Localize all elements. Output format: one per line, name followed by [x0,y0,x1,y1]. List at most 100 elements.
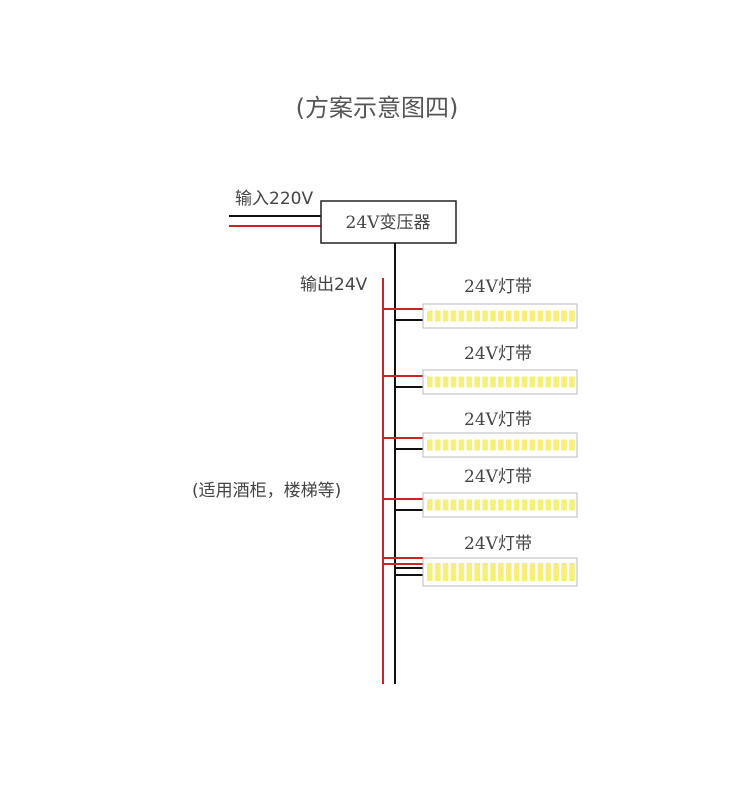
led-chip [482,310,488,322]
led-chip [537,376,544,388]
led-chip [529,376,536,388]
led-chip [450,563,457,581]
led-chip [466,499,473,511]
led-chip [434,439,441,451]
led-chip [442,376,449,388]
led-chip [537,499,544,511]
led-chip [498,563,504,581]
led-chip [474,563,480,581]
led-chip [490,376,496,388]
led-chip [458,439,465,451]
led-chip [498,439,504,451]
led-chip [427,499,433,511]
led-chip [561,499,567,511]
led-chip [561,310,567,322]
led-strip-group: 24V灯带 [383,534,578,587]
led-chip [498,499,504,511]
led-chip [513,310,520,322]
led-chip [521,376,528,388]
led-chip [569,310,575,322]
led-chip [427,563,433,581]
led-strip-group: 24V灯带 [383,344,578,395]
led-chip [553,563,559,581]
led-chip [474,439,480,451]
led-chip [513,376,520,388]
led-chip [458,376,465,388]
led-chip [490,439,496,451]
led-chip [458,499,465,511]
led-chip [553,310,559,322]
led-strip-label: 24V灯带 [464,467,532,487]
led-chip [482,376,488,388]
led-strip-label: 24V灯带 [464,534,532,554]
led-chip [521,499,528,511]
led-chip [537,563,544,581]
led-chip [450,310,457,322]
led-chip [434,563,441,581]
transformer-box [320,200,457,244]
led-chip [466,310,473,322]
led-chip [529,563,536,581]
led-strip-label: 24V灯带 [464,344,532,364]
led-chip [513,499,520,511]
led-chip [521,310,528,322]
led-chip [450,499,457,511]
led-chip [553,376,559,388]
led-chip [427,439,433,451]
led-chip [466,563,473,581]
led-chip [561,376,567,388]
led-chip [545,563,552,581]
led-chip [458,310,465,322]
led-chip [561,563,567,581]
diagram-title: (方案示意图四) [296,94,459,122]
led-chip [521,563,528,581]
led-chip [569,439,575,451]
led-chip [529,310,536,322]
led-chip [529,499,536,511]
led-strip-label: 24V灯带 [464,277,532,297]
transformer-label: 24V变压器 [346,213,431,233]
led-chip [442,563,449,581]
led-chip [474,499,480,511]
led-chip [569,376,575,388]
led-chip [513,439,520,451]
led-chip [506,439,512,451]
led-chip [434,310,441,322]
led-chip [434,499,441,511]
led-chip [442,499,449,511]
led-chip [482,499,488,511]
led-strip-group: 24V灯带 [383,467,578,518]
led-chip [442,310,449,322]
led-chip [561,439,567,451]
led-chip [490,310,496,322]
led-chip [427,310,433,322]
led-chip [458,563,465,581]
led-chip [537,439,544,451]
output-label: 输出24V [300,275,368,295]
led-chip [521,439,528,451]
led-chip [506,310,512,322]
led-chip [569,563,575,581]
led-strip-label: 24V灯带 [464,410,532,430]
led-chip [506,563,512,581]
led-chip [482,439,488,451]
led-chip [545,499,552,511]
led-chip [482,563,488,581]
led-chip [553,439,559,451]
led-chip [513,563,520,581]
led-chip [545,439,552,451]
led-chip [569,499,575,511]
led-chip [442,439,449,451]
led-chip [498,376,504,388]
led-chip [450,376,457,388]
led-chip [498,310,504,322]
led-strip-group: 24V灯带 [383,410,578,458]
led-chip [474,310,480,322]
led-strips: 24V灯带 24V灯带 24V灯带 24V灯带 24V灯带 [383,277,578,587]
led-chip [434,376,441,388]
led-chip [553,499,559,511]
input-label: 输入220V [235,189,313,209]
led-chip [537,310,544,322]
led-chip [490,499,496,511]
